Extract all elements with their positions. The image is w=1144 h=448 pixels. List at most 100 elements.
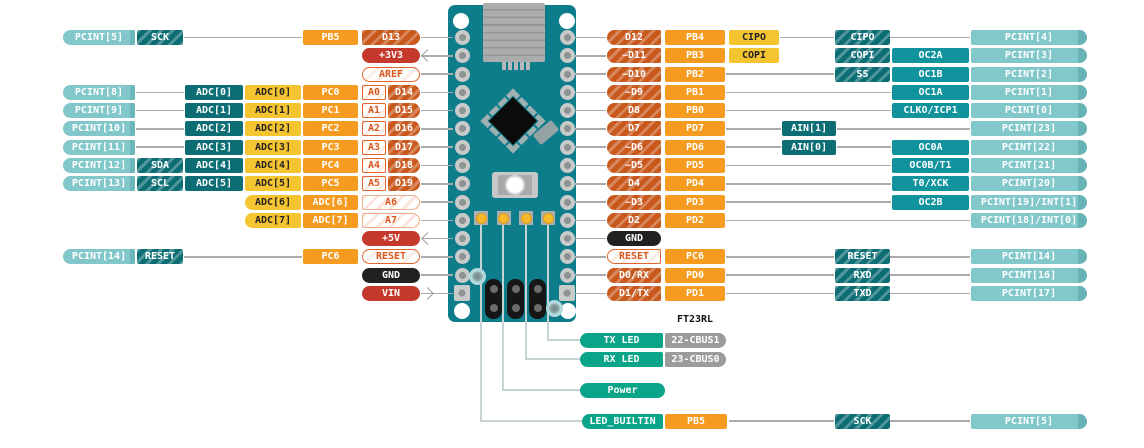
connector-line — [726, 274, 834, 276]
connector-line — [726, 109, 891, 112]
led-trace — [547, 222, 549, 341]
pin-hole — [559, 103, 575, 119]
port-label: PC3 — [303, 139, 358, 155]
port-label: ADC[7] — [303, 212, 358, 228]
adc-channel-label: ADC[5] — [185, 176, 243, 192]
connector-line — [184, 36, 302, 39]
power-out-arrow-icon — [421, 49, 434, 63]
digital-pin-label: D1/TX — [607, 285, 661, 301]
led-builtin — [474, 211, 488, 225]
adc-label: ADC[4] — [245, 157, 301, 173]
led-rx — [519, 211, 533, 225]
connector-line — [421, 146, 453, 148]
led-dot — [475, 212, 487, 224]
icsp-header-pin — [485, 279, 502, 319]
digital-pin-label: D13 — [362, 30, 420, 45]
port-label: PD0 — [665, 267, 725, 283]
pin-hole — [559, 212, 575, 228]
digital-pin-label: D4 — [607, 176, 661, 192]
connector-line — [136, 91, 184, 94]
digital-pin-label: ~D5 — [607, 157, 661, 173]
mounting-hole — [560, 303, 576, 319]
pcint-label: PCINT[16] — [971, 267, 1087, 283]
function-label: SDA — [137, 157, 183, 173]
pin-hole — [454, 285, 470, 302]
power-pin-label: VIN — [362, 285, 420, 301]
connector-line — [136, 109, 184, 112]
connector-line — [575, 256, 606, 258]
analog-comparator-label: AIN[0] — [782, 139, 836, 155]
port-label: PC5 — [303, 176, 358, 192]
connector-line — [136, 146, 184, 148]
port-label: PD5 — [665, 157, 725, 173]
connector-line — [575, 73, 606, 75]
connector-line — [726, 201, 891, 203]
ground-pin-label: GND — [362, 267, 420, 283]
power-label: Power — [580, 382, 665, 398]
connector-line — [421, 73, 453, 75]
port-label: PD6 — [665, 139, 725, 155]
pin-hole — [454, 231, 470, 247]
port-label: PC6 — [665, 249, 725, 265]
usb-pin — [526, 62, 530, 70]
digital-pin-label: D8 — [607, 103, 661, 119]
digital-pin-label: D18 — [388, 157, 420, 173]
connector-line — [575, 237, 606, 240]
power-out-arrow-icon — [421, 232, 434, 245]
adc-channel-label: ADC[0] — [185, 84, 243, 100]
led-label: TX LED — [580, 332, 663, 348]
connector-line — [890, 256, 970, 258]
analog-pin-label: A7 — [362, 212, 420, 228]
power-pin-label: +3V3 — [362, 48, 420, 64]
pin-hole — [559, 231, 575, 247]
connector-line — [575, 109, 606, 112]
port-label: PD3 — [665, 194, 725, 210]
pin-hole — [559, 84, 575, 100]
port-label: PD4 — [665, 176, 725, 192]
function-label: COPI — [835, 48, 890, 64]
pcint-label: PCINT[5] — [971, 413, 1087, 429]
connector-line — [890, 292, 970, 295]
function-label: CIPO — [835, 30, 890, 45]
analog-pin-label: A5 — [362, 176, 386, 192]
led-builtin-label: LED_BUILTIN — [582, 413, 663, 429]
adc-label: ADC[3] — [245, 139, 301, 155]
timer-label: OC0B/T1 — [892, 157, 969, 173]
adc-label: ADC[7] — [245, 212, 301, 228]
port-label: PB0 — [665, 103, 725, 119]
connector-line — [575, 182, 606, 185]
port-label: PB4 — [665, 30, 725, 45]
cbus-pin-label: 23-CBUS0 — [665, 351, 726, 367]
connector-line — [726, 292, 834, 295]
pcint-label: PCINT[0] — [971, 103, 1087, 119]
function-label: RXD — [835, 267, 890, 283]
led-power — [496, 211, 511, 225]
connector-line — [575, 219, 606, 222]
connector-line — [837, 146, 891, 148]
icsp-pin — [489, 304, 498, 312]
led-trace — [525, 222, 527, 360]
usb-pin — [520, 62, 524, 70]
function-label: RESET — [137, 249, 183, 265]
pcint-label: PCINT[22] — [971, 139, 1087, 155]
power-pin-label: +5V — [362, 231, 420, 247]
mounting-hole — [559, 13, 575, 29]
mounting-hole — [454, 303, 470, 319]
pin-hole — [454, 139, 470, 155]
usb-pin — [514, 62, 518, 70]
connector-line — [136, 128, 184, 130]
pin-hole — [454, 176, 470, 192]
pin-hole — [454, 267, 470, 283]
analog-pin-label: A4 — [362, 157, 386, 173]
via-hole — [469, 268, 486, 285]
led-dot — [542, 212, 554, 224]
pcint-label: PCINT[18]/INT[0] — [971, 212, 1087, 228]
pin-hole — [454, 84, 470, 100]
pin-hole — [454, 48, 470, 64]
pin-hole — [559, 249, 575, 265]
adc-label: ADC[1] — [245, 103, 301, 119]
connector-line — [726, 73, 834, 75]
connector-line — [890, 36, 970, 39]
